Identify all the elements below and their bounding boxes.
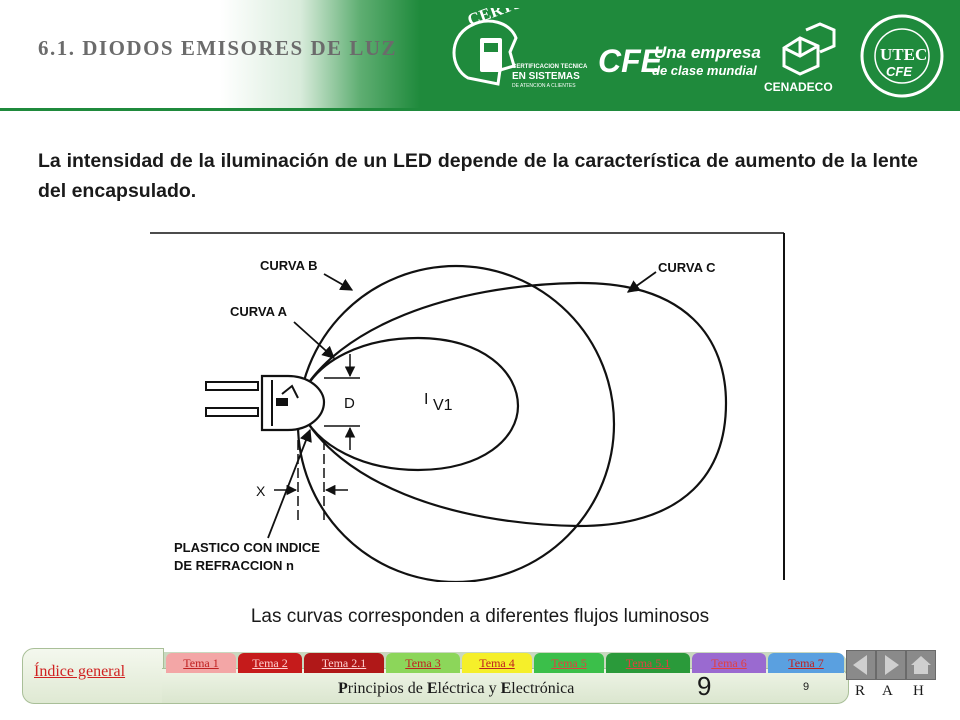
d-dimension: D — [324, 354, 360, 450]
index-link[interactable]: Índice general — [34, 663, 126, 680]
tab-tema-1[interactable]: Tema 1 — [166, 653, 236, 673]
tab-tema-2[interactable]: Tema 2 — [238, 653, 302, 673]
label-iv1: I — [424, 391, 428, 408]
cenadeco-logo: CENADECO — [764, 22, 836, 94]
curve-a — [298, 336, 520, 472]
certsac-line3: DE ATENCION A CLIENTES — [512, 83, 576, 89]
nav-letter-r: R — [855, 683, 866, 699]
tab-tema-6[interactable]: Tema 6 — [692, 653, 766, 673]
back-button[interactable] — [846, 650, 876, 680]
arrow-curva-a — [293, 321, 335, 359]
home-icon — [911, 656, 931, 674]
x-dimension: X — [256, 440, 348, 520]
tab-tema-2-1[interactable]: Tema 2.1 — [304, 653, 384, 673]
label-plastic-line2: DE REFRACCION n — [174, 558, 294, 573]
certsac-line2: EN SISTEMAS — [512, 71, 580, 82]
arrow-plastic — [267, 428, 312, 539]
page-number-large: 9 — [697, 671, 712, 701]
label-x: X — [256, 483, 266, 499]
utec-cfe-mark: CFE — [886, 64, 912, 79]
label-plastic-line1: PLASTICO CON INDICE — [174, 540, 320, 555]
arrow-curva-b — [323, 273, 354, 291]
cfe-slogan-line1: Una empresa — [654, 43, 761, 62]
tab-tema-5-1[interactable]: Tema 5.1 — [606, 653, 690, 673]
cfe-slogan-line2: de clase mundial — [652, 63, 757, 78]
certsac-logo: CERTSAC CERTIFICACION TECNICA EN SISTEMA… — [452, 8, 588, 89]
cfe-logo: CFE Una empresa de clase mundial — [598, 43, 761, 79]
utec-seal-logo: UTEC CFE — [860, 14, 944, 98]
label-d: D — [344, 395, 355, 412]
section-title: 6.1. DIODOS EMISORES DE LUZ — [38, 36, 398, 60]
intro-paragraph: La intensidad de la iluminación de un LE… — [38, 150, 918, 202]
label-curva-b: CURVA B — [260, 258, 318, 273]
forward-arrow-icon — [885, 655, 899, 675]
tab-tema-4[interactable]: Tema 4 — [462, 653, 532, 673]
nav-letter-h: H — [913, 683, 924, 699]
page-number-small: 9 — [803, 681, 810, 693]
home-button[interactable] — [906, 650, 936, 680]
back-arrow-icon — [853, 655, 867, 675]
cenadeco-wordmark: CENADECO — [764, 80, 833, 94]
topic-tabs: Tema 1 Tema 2 Tema 2.1 Tema 3 Tema 4 Tem… — [162, 653, 848, 673]
partner-logos: CERTSAC CERTIFICACION TECNICA EN SISTEMA… — [452, 8, 944, 98]
arrow-curva-c — [626, 271, 657, 293]
cfe-mark: CFE — [598, 43, 664, 79]
index-box — [22, 648, 164, 704]
label-curva-c: CURVA C — [658, 260, 716, 275]
label-iv1-subscript: V1 — [433, 397, 453, 414]
figure-caption: Las curvas corresponden a diferentes flu… — [250, 606, 710, 627]
header-banner: 6.1. DIODOS EMISORES DE LUZ CERTSAC CERT… — [0, 0, 960, 110]
header-divider — [0, 108, 960, 111]
certsac-line1: CERTIFICACION TECNICA — [512, 64, 588, 70]
utec-mark: UTEC — [880, 45, 927, 64]
tab-tema-5[interactable]: Tema 5 — [534, 653, 604, 673]
course-title: Principios de Eléctrica y Electrónica — [338, 680, 575, 697]
led-component — [205, 374, 326, 432]
tab-tema-7[interactable]: Tema 7 — [768, 653, 844, 673]
label-curva-a: CURVA A — [230, 304, 288, 319]
curve-c — [299, 281, 728, 528]
course-title-bar — [162, 668, 849, 704]
led-radiation-diagram: D I V1 X CURVA B CURVA A CURVA C PLASTIC… — [150, 232, 785, 582]
forward-button[interactable] — [876, 650, 906, 680]
curve-b — [296, 264, 616, 582]
tab-tema-3[interactable]: Tema 3 — [386, 653, 460, 673]
nav-letter-a: A — [882, 683, 893, 699]
